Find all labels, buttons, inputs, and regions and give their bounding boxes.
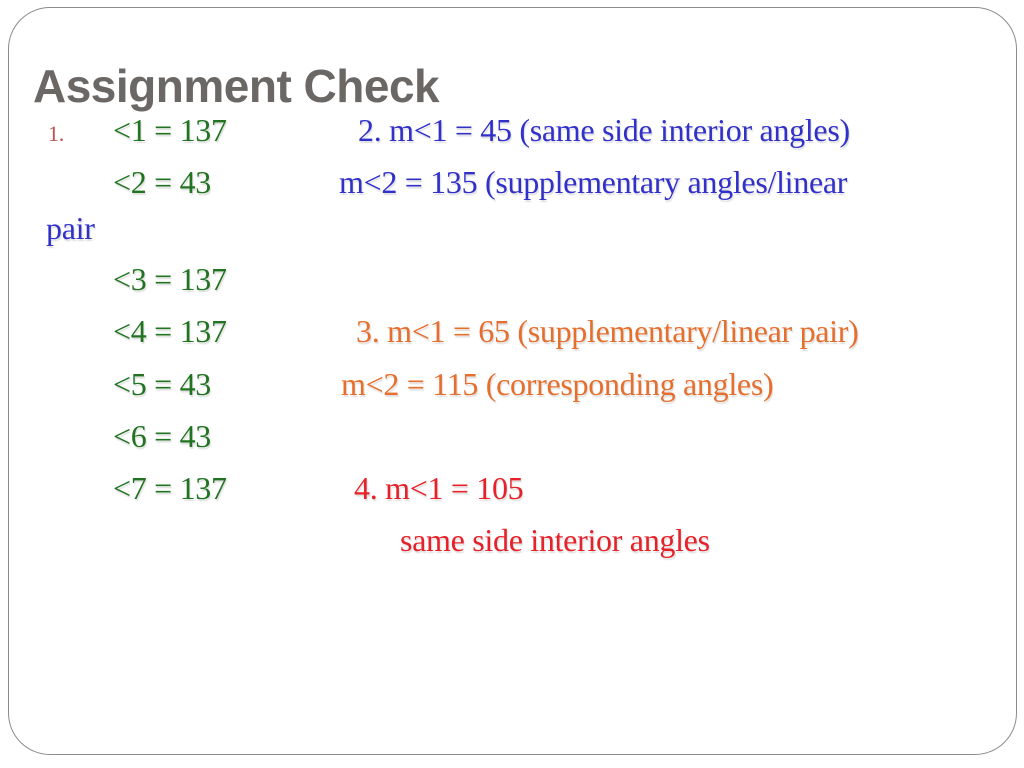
problem-4-line-1: 4. m<1 = 105 [354,470,524,506]
angle-2-value: <2 = 43 [113,164,211,200]
problem-2-line-1: 2. m<1 = 45 (same side interior angles) [358,112,850,148]
problem-3-line-2: m<2 = 115 (corresponding angles) [341,366,774,402]
answer-row-2: <2 = 43 m<2 = 135 (supplementary angles/… [0,164,1024,208]
list-number-1: 1. [48,121,64,146]
answer-row-4: <3 = 137 [0,261,1024,305]
answer-row-3: pair [0,210,1024,254]
angle-3-value: <3 = 137 [113,261,227,297]
problem-3-line-1: 3. m<1 = 65 (supplementary/linear pair) [356,313,859,349]
answer-row-1: 1. <1 = 137 2. m<1 = 45 (same side inter… [0,112,1024,156]
angle-7-value: <7 = 137 [113,470,227,506]
angle-5-value: <5 = 43 [113,366,211,402]
answer-row-8: <7 = 137 4. m<1 = 105 [0,470,1024,514]
answer-row-7: <6 = 43 [0,418,1024,462]
angle-6-value: <6 = 43 [113,418,211,454]
problem-2-line-2: m<2 = 135 (supplementary angles/linear [339,164,848,200]
slide-rounded-border [8,7,1017,755]
problem-4-line-2: same side interior angles [400,522,710,558]
answer-row-6: <5 = 43 m<2 = 115 (corresponding angles) [0,366,1024,410]
answer-row-9: same side interior angles [0,522,1024,566]
answer-row-5: <4 = 137 3. m<1 = 65 (supplementary/line… [0,313,1024,357]
angle-4-value: <4 = 137 [113,313,227,349]
angle-1-value: <1 = 137 [113,112,227,148]
problem-2-wrap-word: pair [46,210,95,246]
slide-title: Assignment Check [33,59,440,112]
